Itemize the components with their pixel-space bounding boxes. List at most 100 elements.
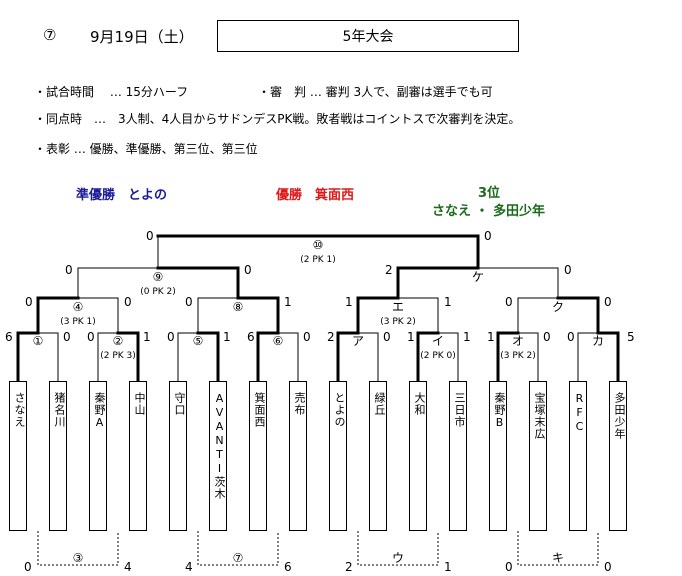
team-name: とよの xyxy=(333,392,346,428)
match-label-ki: キ xyxy=(552,551,564,565)
team-name: 中山 xyxy=(133,392,146,416)
score: 1 xyxy=(143,330,151,344)
score: 1 xyxy=(284,295,292,309)
third-place-label: 3位 xyxy=(478,186,501,201)
match-label-8: ⑧ xyxy=(233,300,244,314)
team-name: さなえ xyxy=(13,392,26,428)
score: 0 xyxy=(484,229,492,243)
team-name: 売布 xyxy=(293,392,306,416)
team-box-hatano-a: 秦野A xyxy=(89,381,107,531)
score: 6 xyxy=(5,330,13,344)
team-name: 三日市 xyxy=(453,392,466,428)
score: 1 xyxy=(444,560,452,574)
win-path-ku xyxy=(556,296,600,335)
match-label-ke: ケ xyxy=(472,270,484,284)
team-box-minoh-nishi: 箕面西 xyxy=(249,381,267,531)
third-place-teams: さなえ ・ 多田少年 xyxy=(432,204,546,219)
team-name: 多田少年 xyxy=(613,392,626,440)
win-path-9 xyxy=(156,266,240,300)
team-name: 大和 xyxy=(413,392,426,416)
team-box-hatano-b: 秦野B xyxy=(489,381,507,531)
team-box-tada-shonen: 多田少年 xyxy=(609,381,627,531)
team-name: 箕面西 xyxy=(253,392,266,428)
match-label-a: ア xyxy=(352,334,364,348)
score: 4 xyxy=(124,560,132,574)
match-label-7: ⑦ xyxy=(233,551,244,565)
win-path-2 xyxy=(116,331,140,383)
score: 6 xyxy=(284,560,292,574)
team-box-yamato: 大和 xyxy=(409,381,427,531)
note-awards: ・表彰 … 優勝、準優勝、第三位、第三位 xyxy=(34,142,258,156)
score: 0 xyxy=(604,295,612,309)
pk-note-i: (2 PK 0) xyxy=(420,351,456,361)
event-date: 9月19日（土） xyxy=(90,28,194,46)
team-name: RFC xyxy=(573,392,586,434)
pk-note-4: (3 PK 1) xyxy=(60,317,96,327)
note-referee: ・審 判 … 審判 3人で、副審は選手でも可 xyxy=(258,85,493,99)
team-box-toyono: とよの xyxy=(329,381,347,531)
match-label-6: ⑥ xyxy=(273,334,284,348)
score: 0 xyxy=(543,330,551,344)
score: 0 xyxy=(303,330,311,344)
team-name: 秦野A xyxy=(93,392,106,430)
score: 5 xyxy=(627,330,635,344)
win-path-ke xyxy=(396,266,480,300)
pk-note-9: (0 PK 2) xyxy=(140,287,176,297)
score: 4 xyxy=(185,560,193,574)
score: 2 xyxy=(385,263,393,277)
score: 0 xyxy=(25,295,33,309)
team-box-inagawa: 猪名川 xyxy=(49,381,67,531)
win-path-a xyxy=(336,331,360,383)
win-path-5 xyxy=(196,331,220,383)
team-box-moriguchi: 守口 xyxy=(169,381,187,531)
match-label-1: ① xyxy=(33,334,44,348)
match-label-4: ④ xyxy=(73,300,84,314)
team-box-sanae: さなえ xyxy=(9,381,27,531)
runner-up-label: 準優勝 とよの xyxy=(76,188,168,203)
score: 1 xyxy=(463,330,471,344)
match-label-2: ② xyxy=(113,334,124,348)
note-match-time: ・試合時間 … 15分ハーフ xyxy=(34,85,189,99)
line-match-ki xyxy=(517,531,599,566)
score: 0 xyxy=(604,560,612,574)
pk-note-e: (3 PK 2) xyxy=(380,317,416,327)
team-box-takarazuka-suehiro: 宝塚末広 xyxy=(529,381,547,531)
line-match-7 xyxy=(197,531,279,566)
page-title: 5年大会 xyxy=(342,29,394,45)
score: 0 xyxy=(167,330,175,344)
win-path-4 xyxy=(36,296,80,335)
match-label-10: ⑩ xyxy=(313,238,324,252)
title-box: 5年大会 xyxy=(217,20,519,52)
win-path-6 xyxy=(256,331,280,383)
score: 0 xyxy=(244,263,252,277)
win-path-8 xyxy=(236,296,280,335)
match-label-o: オ xyxy=(512,334,524,348)
match-label-5: ⑤ xyxy=(193,334,204,348)
match-label-e: エ xyxy=(392,300,404,314)
score: 1 xyxy=(444,295,452,309)
line-match-3 xyxy=(37,531,119,566)
score: 0 xyxy=(124,295,132,309)
pk-note-10: (2 PK 1) xyxy=(300,255,336,265)
win-path-i xyxy=(416,331,440,383)
win-path-e xyxy=(356,296,400,335)
winner-label: 優勝 箕面西 xyxy=(276,188,355,203)
note-tie-rule: ・同点時 … 3人制、4人目からサドンデスPK戦。敗者戦はコイントスで次審判を決… xyxy=(34,112,521,126)
team-box-rfc: RFC xyxy=(569,381,587,531)
win-path-o xyxy=(496,331,520,383)
score: 0 xyxy=(505,295,513,309)
team-name: AVANTI茨木 xyxy=(213,392,226,500)
score: 1 xyxy=(487,330,495,344)
team-name: 猪名川 xyxy=(53,392,66,428)
score: 2 xyxy=(327,330,335,344)
score: 0 xyxy=(24,560,32,574)
score: 0 xyxy=(564,263,572,277)
team-box-nakayama: 中山 xyxy=(129,381,147,531)
team-box-mikkaichi: 三日市 xyxy=(449,381,467,531)
score: 0 xyxy=(63,330,71,344)
win-path-10 xyxy=(156,234,480,270)
team-name: 秦野B xyxy=(493,392,506,430)
score: 1 xyxy=(223,330,231,344)
